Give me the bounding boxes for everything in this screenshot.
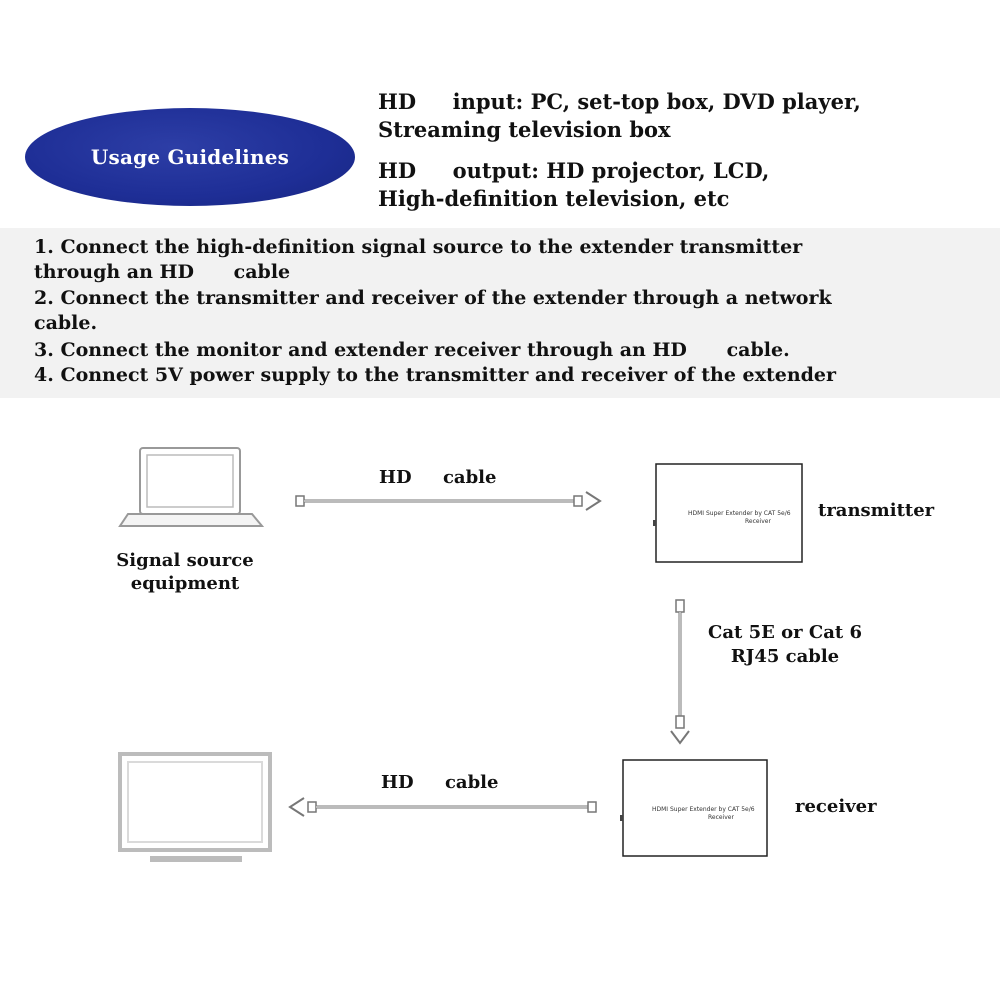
hd-cable-top	[295, 491, 602, 511]
signal-source-label-2: equipment	[130, 573, 240, 594]
usage-guidelines-badge: Usage Guidelines	[25, 108, 355, 206]
transmitter-device	[653, 463, 803, 563]
transmitter-faceplate-text-2: Receiver	[745, 518, 771, 525]
step-1-line-1: 1. Connect the high-definition signal so…	[34, 236, 803, 258]
receiver-faceplate-text-1: HDMI Super Extender by CAT 5e/6	[652, 806, 755, 813]
step-3: 3. Connect the monitor and extender rece…	[34, 339, 790, 361]
hd-cable-bottom-label: HD cable	[381, 772, 499, 793]
laptop-icon	[118, 447, 265, 527]
receiver-faceplate-text-2: Receiver	[708, 814, 734, 821]
steps-panel: 1. Connect the high-definition signal so…	[0, 228, 1000, 398]
output-line-1: HD output: HD projector, LCD,	[378, 158, 770, 183]
transmitter-label: transmitter	[818, 500, 935, 521]
hd-cable-top-label: HD cable	[379, 467, 497, 488]
step-2-line-2: cable.	[34, 312, 98, 334]
usage-guidelines-label: Usage Guidelines	[90, 145, 290, 169]
receiver-device	[620, 759, 768, 857]
monitor-icon	[118, 752, 272, 862]
network-cable-label-2: RJ45 cable	[730, 646, 840, 667]
step-1-line-2: through an HD cable	[34, 261, 291, 283]
hd-cable-bottom	[288, 797, 597, 817]
transmitter-faceplate-text-1: HDMI Super Extender by CAT 5e/6	[688, 510, 791, 517]
step-2-line-1: 2. Connect the transmitter and receiver …	[34, 287, 832, 309]
input-line-1: HD input: PC, set-top box, DVD player,	[378, 89, 861, 114]
network-cable	[670, 599, 690, 745]
receiver-label: receiver	[795, 796, 877, 817]
step-4: 4. Connect 5V power supply to the transm…	[34, 364, 837, 386]
input-line-2: Streaming television box	[378, 117, 671, 142]
output-line-2: High-definition television, etc	[378, 186, 730, 211]
signal-source-label-1: Signal source	[116, 550, 254, 571]
network-cable-label-1: Cat 5E or Cat 6	[708, 622, 862, 643]
